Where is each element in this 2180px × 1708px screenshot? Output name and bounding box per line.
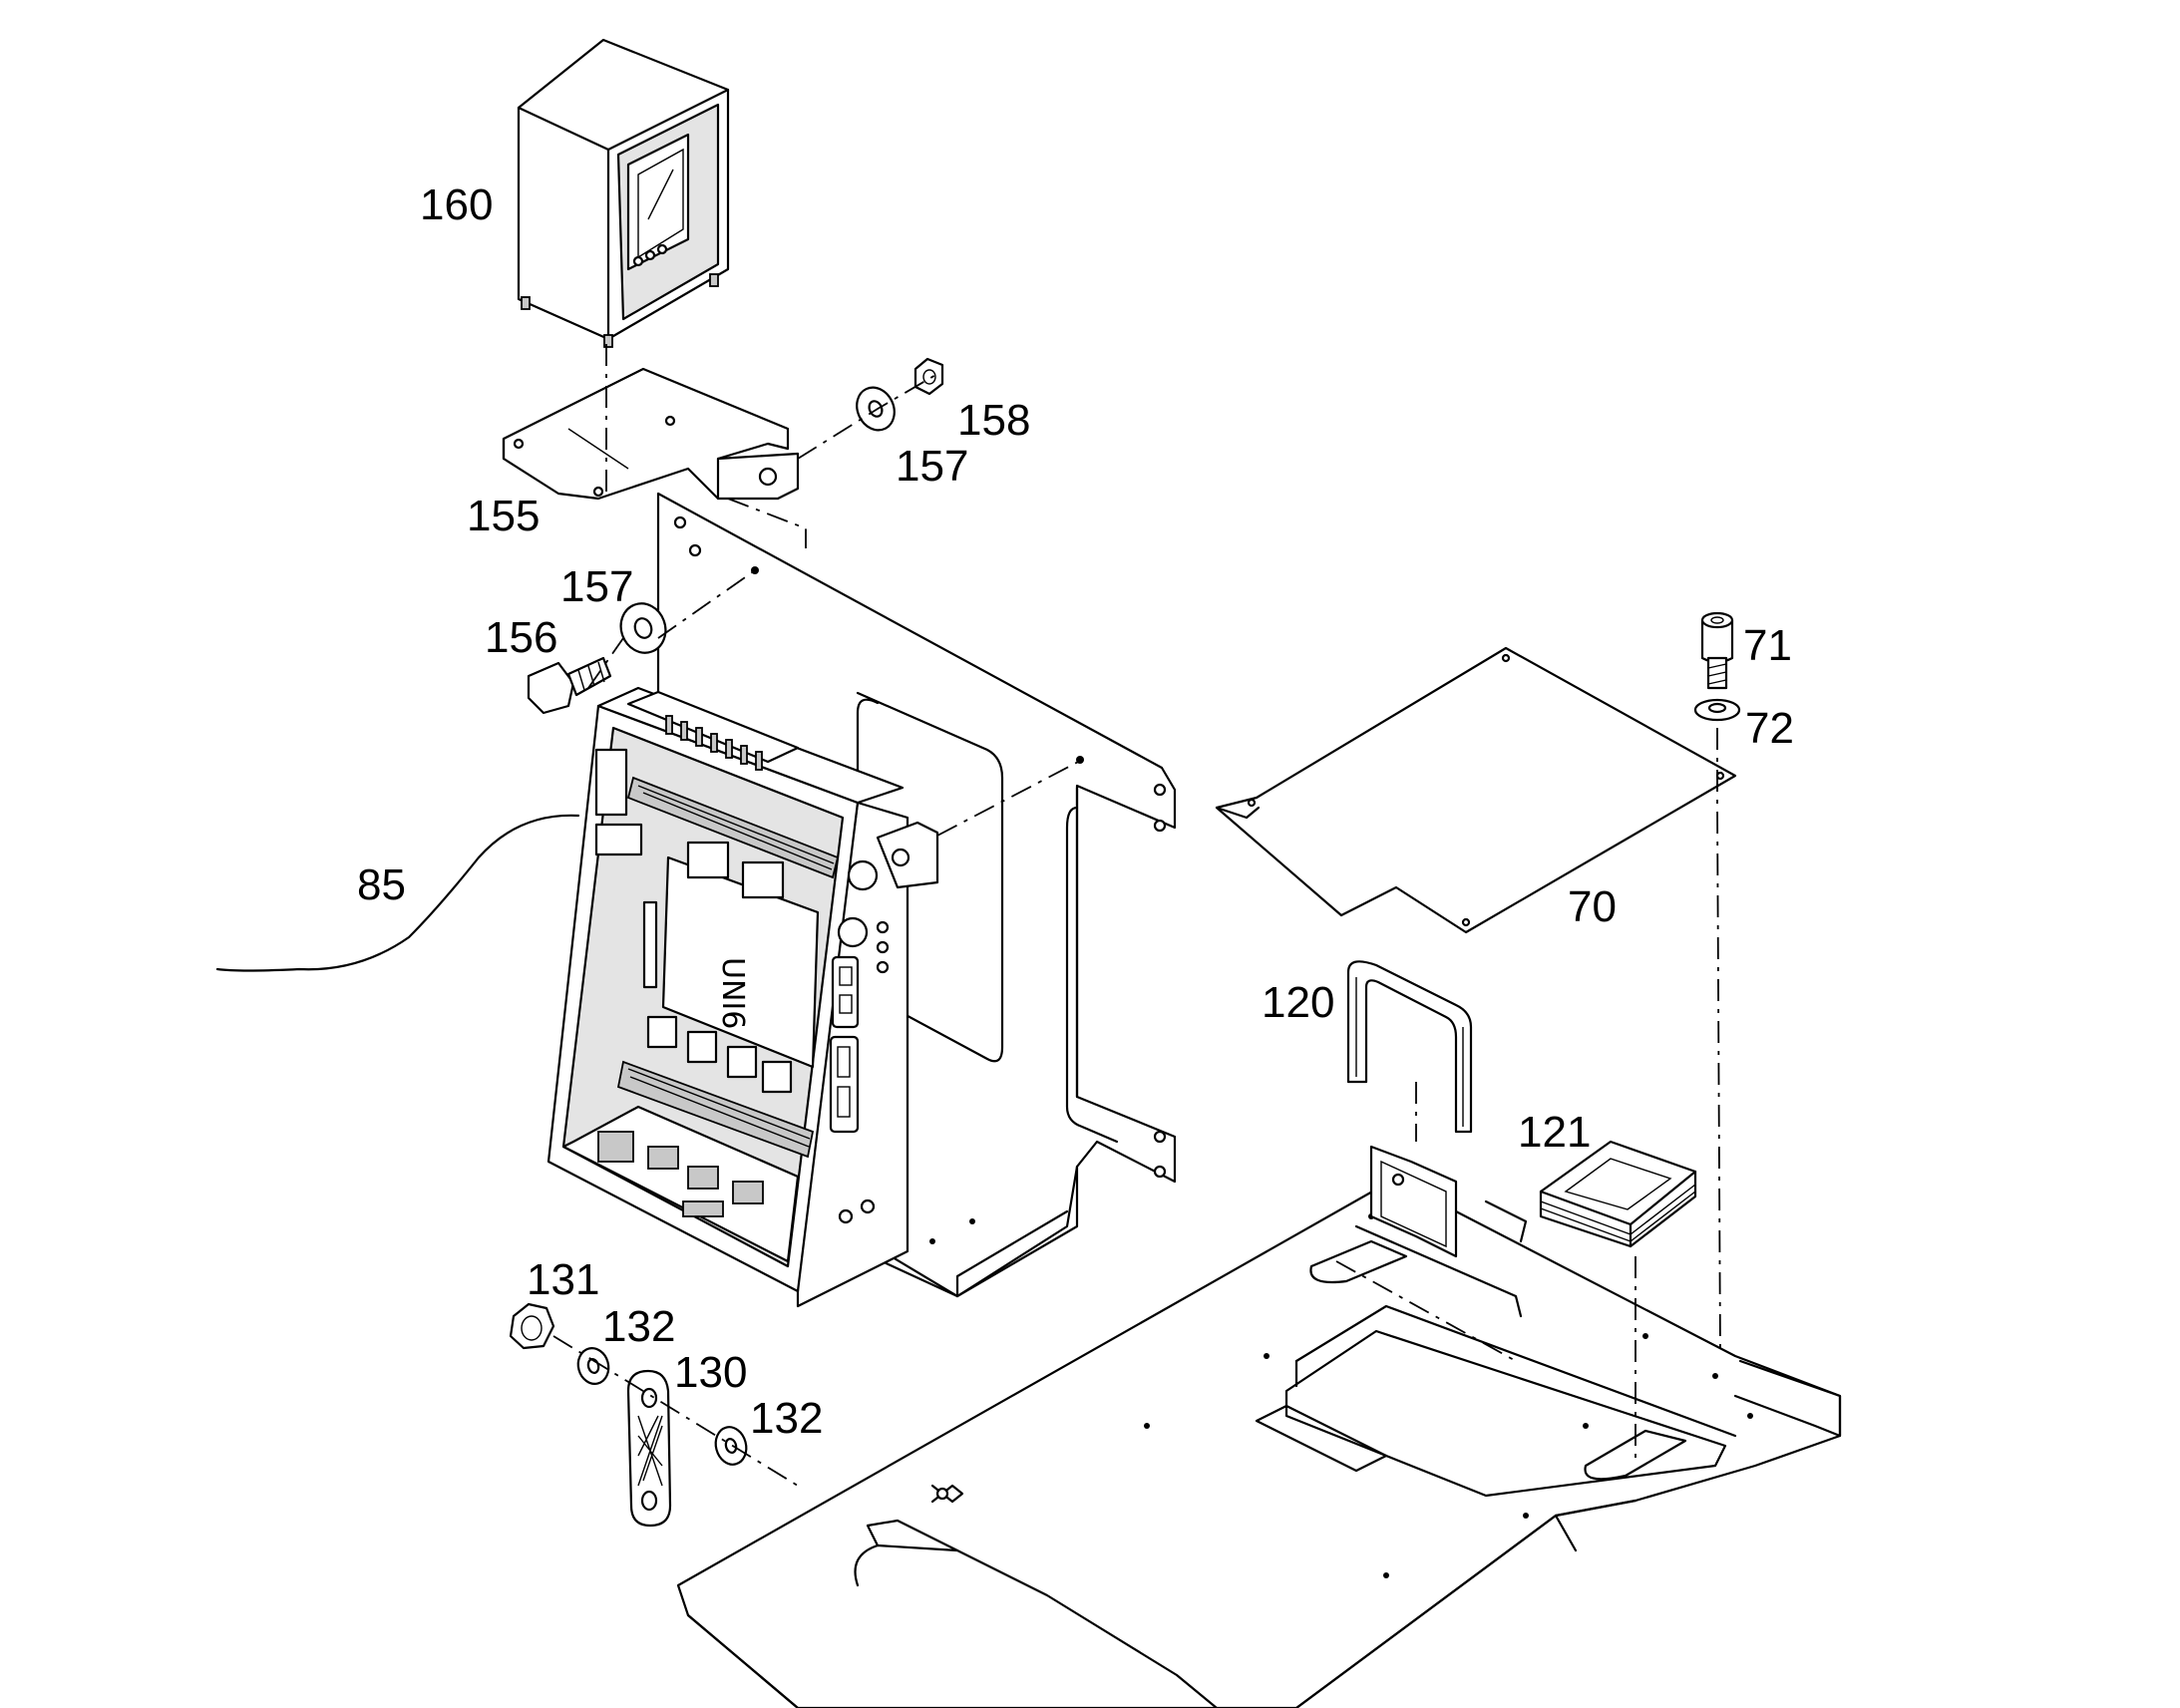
label-158: 158 bbox=[957, 396, 1030, 445]
terminal-row-top bbox=[665, 715, 763, 771]
assembly-lines bbox=[552, 344, 1721, 1487]
label-71: 71 bbox=[1743, 621, 1792, 670]
label-157-top: 157 bbox=[896, 442, 968, 491]
base-opening bbox=[1369, 1145, 1458, 1258]
label-132-upper: 132 bbox=[602, 1302, 675, 1351]
label-132-lower: 132 bbox=[750, 1394, 823, 1443]
label-160: 160 bbox=[420, 180, 493, 229]
display-unit bbox=[517, 38, 730, 348]
label-155: 155 bbox=[467, 492, 540, 540]
label-157-middle: 157 bbox=[560, 562, 633, 611]
part-labels: 160 158 157 155 157 156 85 71 72 70 120 … bbox=[357, 180, 1794, 1443]
label-156: 156 bbox=[485, 613, 557, 662]
u-bracket bbox=[1346, 960, 1473, 1134]
top-bracket bbox=[502, 367, 800, 501]
label-121: 121 bbox=[1518, 1108, 1591, 1157]
drive-module-brand: UNI6 bbox=[715, 957, 750, 1029]
cable bbox=[215, 814, 580, 972]
label-130: 130 bbox=[674, 1348, 747, 1397]
gasket bbox=[1539, 1140, 1697, 1248]
label-85: 85 bbox=[357, 860, 406, 909]
cover-plate bbox=[1215, 646, 1737, 934]
bottom-hardware bbox=[509, 1302, 748, 1528]
label-72: 72 bbox=[1745, 704, 1794, 753]
label-70: 70 bbox=[1568, 882, 1617, 931]
label-120: 120 bbox=[1262, 978, 1334, 1027]
controller-cabinet: UNI6 bbox=[215, 686, 939, 1308]
label-131: 131 bbox=[527, 1255, 599, 1304]
bolt-and-washer bbox=[527, 602, 667, 715]
screw-and-washer bbox=[1693, 611, 1741, 722]
